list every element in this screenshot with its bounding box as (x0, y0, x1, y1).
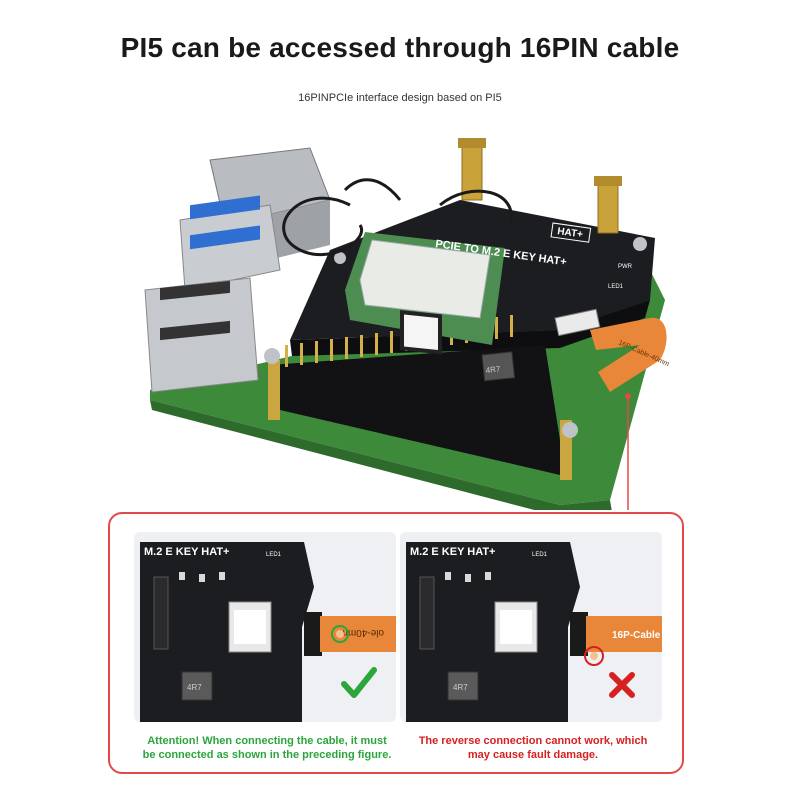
caption-line: be connected as shown in the preceding f… (142, 749, 392, 761)
page-title: PI5 can be accessed through 16PIN cable (120, 32, 680, 63)
inductor (481, 351, 516, 382)
usb2-ports (144, 277, 259, 393)
usb3-ports (179, 195, 281, 291)
caption-line: may cause fault damage. (467, 749, 599, 761)
incorrect-connection-caption: The reverse connection cannot work, whic… (398, 734, 668, 762)
caption-line: Attention! When connecting the cable, it… (147, 735, 387, 747)
inductor-label: 4R7 (453, 683, 468, 692)
led-label: LED1 (532, 552, 548, 558)
caption-line: The reverse connection cannot work, whic… (418, 735, 648, 747)
cable-label: ole-40mm (340, 627, 384, 638)
incorrect-connection-card: M.2 E KEY HAT+ LED1 4R7 16P-Cable (400, 532, 662, 722)
antenna-connector-right (594, 176, 622, 234)
hero-product-illustration: PCIE TO M.2 E KEY HAT+ HAT+ PWR LED1 4R7… (144, 138, 670, 510)
board-label: M.2 E KEY HAT+ (410, 546, 495, 558)
wifi-module (345, 232, 505, 355)
pwr-label: PWR (618, 264, 633, 270)
board-label: M.2 E KEY HAT+ (144, 546, 229, 558)
antenna-connector-left (458, 138, 486, 201)
check-icon (341, 667, 377, 698)
led-label: LED1 (266, 552, 282, 558)
correct-connection-card: M.2 E KEY HAT+ LED1 4R7 ole-40mm (134, 532, 396, 722)
connection-comparison-panel: M.2 E KEY HAT+ LED1 4R7 ole-40mm (108, 512, 684, 774)
hat-badge: HAT+ (557, 226, 584, 240)
inductor-label: 4R7 (485, 364, 501, 375)
cable-label: 16P-Cable (612, 630, 661, 641)
cross-icon (609, 672, 635, 698)
inductor-label: 4R7 (187, 683, 202, 692)
led-label: LED1 (608, 284, 624, 290)
fpc-connector (554, 308, 601, 337)
page-subtitle: 16PINPCIe interface design based on PI5 (298, 92, 502, 104)
correct-connection-caption: Attention! When connecting the cable, it… (132, 734, 402, 762)
fpc-cable (590, 317, 667, 392)
